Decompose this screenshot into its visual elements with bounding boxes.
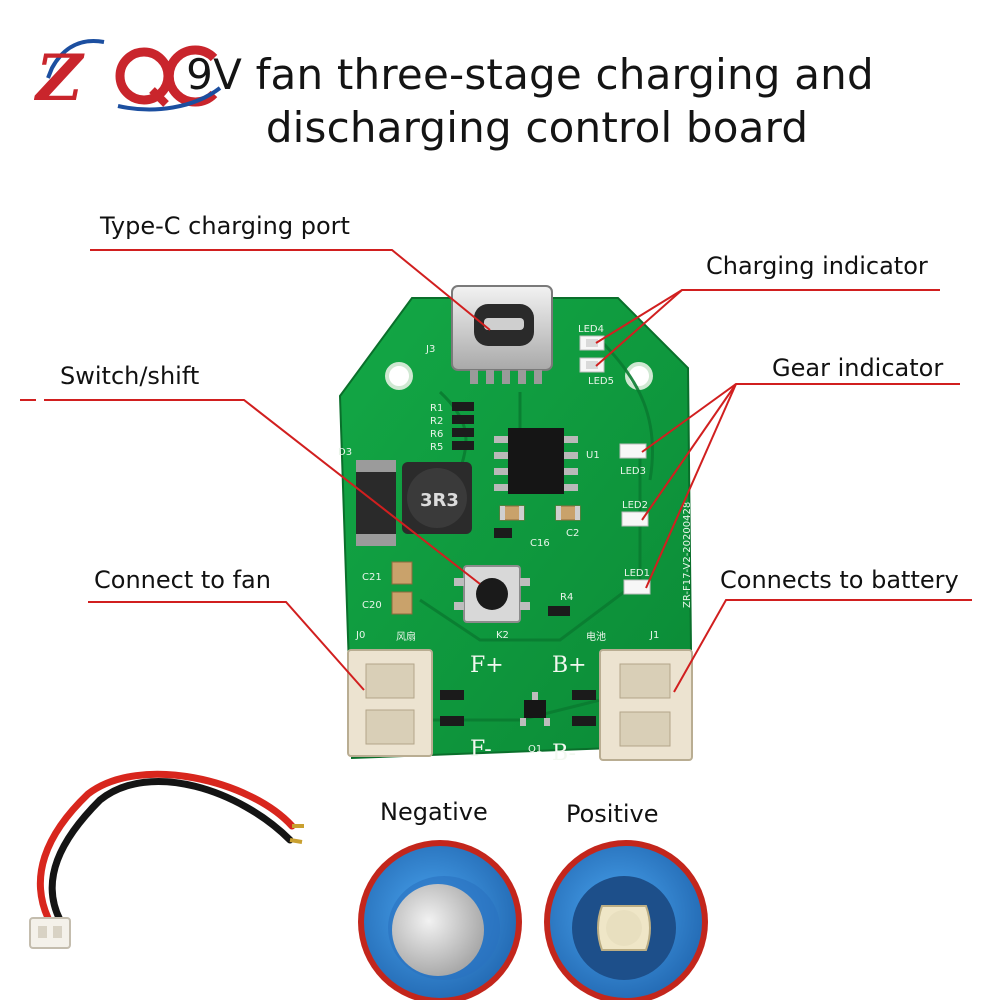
silk-q1: Q1 <box>528 744 542 755</box>
transistor-q1 <box>520 692 550 726</box>
jst-plug <box>29 917 71 949</box>
title-line-1: 9V fan three-stage charging and <box>186 50 874 99</box>
silk-r6: R6 <box>430 429 443 440</box>
gear-led-1 <box>623 579 651 595</box>
leader-gear-3 <box>645 383 737 589</box>
silk-j0: J0 <box>355 630 365 641</box>
gear-led-2 <box>621 511 649 527</box>
silk-c2: C2 <box>566 528 579 539</box>
resistor-array <box>452 402 474 450</box>
leader-switch <box>44 399 481 585</box>
inductor-3r3: 3R3 <box>402 462 472 534</box>
leader-type-c <box>90 249 491 331</box>
silk-r1: R1 <box>430 403 443 414</box>
ic-u1 <box>494 428 578 494</box>
battery-connector <box>599 649 693 761</box>
label-switch-shift: Switch/shift <box>60 362 200 390</box>
label-negative: Negative <box>380 798 488 826</box>
gear-led-3 <box>619 443 647 459</box>
silk-b-plus: B+ <box>552 653 587 678</box>
smd-part <box>440 690 464 700</box>
silk-j1: J1 <box>649 630 659 641</box>
silk-f-plus: F+ <box>470 653 504 678</box>
label-connects-to-battery: Connects to battery <box>720 566 959 594</box>
brand-logo: Z <box>34 39 222 112</box>
charging-led-4 <box>579 335 605 351</box>
smd-part <box>440 716 464 726</box>
silk-r4: R4 <box>560 592 573 603</box>
silk-led5: LED5 <box>588 376 614 387</box>
label-charging-indicator: Charging indicator <box>706 252 928 280</box>
silk-led3: LED3 <box>620 466 646 477</box>
leader-fan <box>88 601 365 691</box>
silk-d3: D3 <box>338 447 352 458</box>
silk-led4: LED4 <box>578 324 604 335</box>
tactile-switch <box>454 565 530 623</box>
title-line-2: discharging control board <box>265 103 809 152</box>
fan-connector <box>347 649 433 757</box>
wire-harness <box>29 770 304 949</box>
silk-c21: C21 <box>362 572 382 583</box>
silk-j3: J3 <box>425 344 435 355</box>
leader-gear-2 <box>641 383 737 521</box>
charging-led-5 <box>579 357 605 373</box>
silk-b-minus: B- <box>552 741 576 766</box>
svg-text:Z: Z <box>34 41 85 112</box>
battery-positive-end <box>544 840 708 1000</box>
capacitor-c20 <box>391 591 413 615</box>
silk-c20: C20 <box>362 600 382 611</box>
silk-u1: U1 <box>586 450 600 461</box>
leader-battery <box>673 599 972 693</box>
silk-led1: LED1 <box>624 568 650 579</box>
silk-battery-cn: 电池 <box>586 630 606 643</box>
silk-board-id: ZR-F17-V2-20200428 <box>682 502 693 608</box>
label-type-c-port: Type-C charging port <box>100 212 350 240</box>
silk-k2: K2 <box>496 630 509 641</box>
silk-c16: C16 <box>530 538 550 549</box>
label-positive: Positive <box>566 800 659 828</box>
silk-r5: R5 <box>430 442 443 453</box>
smd-part <box>572 716 596 726</box>
silk-r2: R2 <box>430 416 443 427</box>
label-gear-indicator: Gear indicator <box>772 354 944 382</box>
label-connect-to-fan: Connect to fan <box>94 566 271 594</box>
smd-part <box>572 690 596 700</box>
silk-f-minus: F- <box>470 737 492 762</box>
capacitor-c16 <box>499 505 525 521</box>
capacitor-c21 <box>391 561 413 585</box>
leader-charging-2 <box>595 289 683 367</box>
inductor-label: 3R3 <box>420 490 459 511</box>
resistor-r4 <box>548 606 570 616</box>
mount-hole-left <box>385 362 413 390</box>
silk-fan-cn: 风扇 <box>396 630 416 643</box>
battery-negative-end <box>358 840 522 1000</box>
capacitor-c2 <box>555 505 581 521</box>
silk-led2: LED2 <box>622 500 648 511</box>
smd-resistor <box>494 528 512 538</box>
type-c-port <box>451 285 553 384</box>
